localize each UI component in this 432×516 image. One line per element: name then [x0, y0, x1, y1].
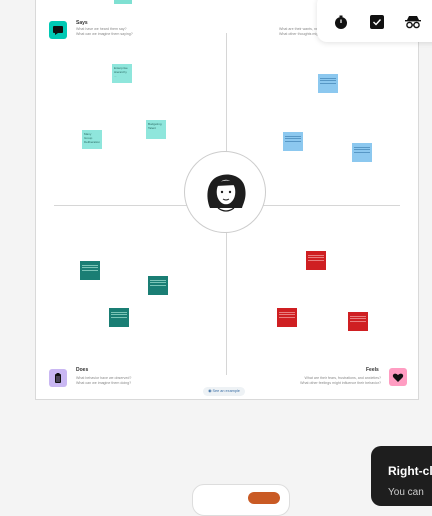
sticky-note[interactable] [352, 143, 372, 162]
hint-body: You can [388, 487, 424, 498]
sticky-note[interactable] [318, 74, 338, 93]
says-title: Says [76, 20, 88, 26]
sticky-note[interactable] [148, 276, 168, 295]
checkbox-icon[interactable] [369, 14, 385, 30]
says-badge [49, 21, 67, 39]
right-click-hint: Right-click You can [371, 446, 432, 506]
bottom-action-bar[interactable] [192, 484, 290, 516]
see-example-button[interactable]: ◉ See an example [203, 387, 245, 396]
feels-subtitle-1: What are their fears, frustrations, and … [304, 376, 381, 380]
speech-bubble-icon [53, 26, 63, 35]
says-subtitle-2: What can we imagine them saying? [76, 32, 133, 36]
timer-icon[interactable] [333, 14, 349, 30]
heart-icon [392, 373, 404, 382]
feels-subtitle-2: What other feelings might influence thei… [300, 381, 381, 385]
sticky-note-text: Enterprise Hierarchy ... [114, 66, 128, 78]
persona-circle[interactable] [184, 151, 266, 233]
does-subtitle-1: What behavior have we observed? [76, 376, 132, 380]
sticky-note[interactable] [283, 132, 303, 151]
does-title: Does [76, 367, 89, 373]
sticky-note[interactable] [109, 308, 129, 327]
clipboard-icon [55, 373, 61, 383]
sticky-note[interactable] [306, 251, 326, 270]
sticky-note-text: Budgeting Talent [148, 122, 162, 130]
partial-sticky-top[interactable] [114, 0, 132, 4]
hint-title: Right-click [388, 464, 432, 478]
persona-avatar-icon [207, 174, 246, 212]
sticky-note[interactable] [277, 308, 297, 327]
incognito-icon[interactable] [404, 14, 422, 30]
avatar[interactable] [248, 492, 280, 504]
eye-icon: ◉ [208, 389, 212, 393]
does-badge [49, 369, 67, 387]
feels-badge [389, 368, 407, 386]
sticky-note[interactable] [80, 261, 100, 280]
top-toolbar [317, 0, 432, 42]
sticky-note[interactable]: Enterprise Hierarchy ... [112, 64, 132, 83]
feels-title: Feels [366, 367, 379, 373]
sticky-note-text: Many Group Deliberation [84, 132, 101, 144]
sticky-note[interactable] [348, 312, 368, 331]
sticky-note[interactable]: Many Group Deliberation [82, 130, 102, 149]
see-example-label: See an example [212, 389, 240, 393]
sticky-note[interactable]: Budgeting Talent [146, 120, 166, 139]
says-subtitle-1: What have we heard them say? [76, 27, 127, 31]
empathy-map-board[interactable]: Says What have we heard them say? What c… [35, 0, 419, 400]
does-subtitle-2: What can we imagine them doing? [76, 381, 132, 385]
